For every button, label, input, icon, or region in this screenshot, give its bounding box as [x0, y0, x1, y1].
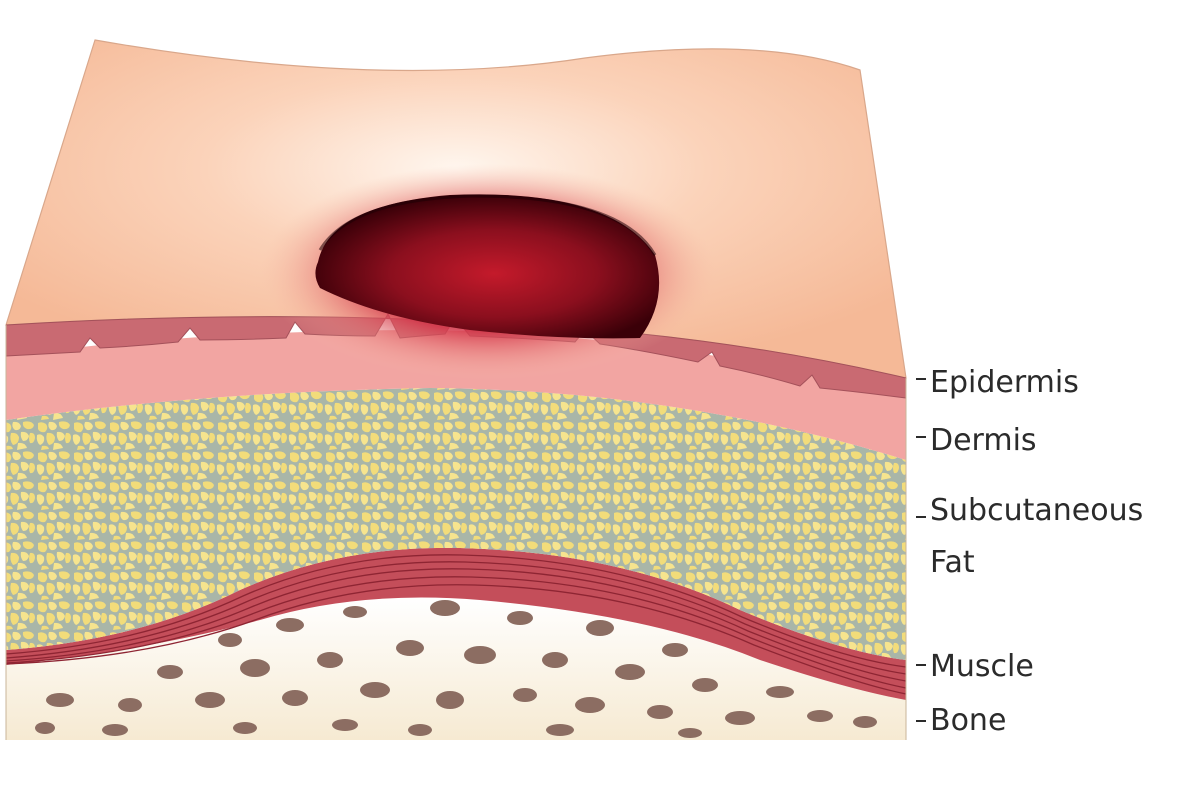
dermis-layer — [6, 330, 906, 460]
label-fat: Fat — [930, 545, 975, 580]
label-dermis: Dermis — [930, 423, 1037, 458]
muscle-pointer — [916, 664, 926, 666]
label-bone: Bone — [930, 703, 1007, 738]
label-subcutaneous: Subcutaneous — [930, 493, 1144, 528]
dermis-pointer — [916, 436, 926, 438]
bone-pointer — [916, 720, 926, 722]
subcutaneous-fat-layer — [6, 388, 906, 660]
label-epidermis: Epidermis — [930, 365, 1079, 400]
muscle-layer — [6, 547, 906, 700]
wound-rim — [318, 194, 657, 256]
epidermis-pointer — [916, 378, 926, 380]
pressure-wound — [315, 194, 660, 339]
label-muscle: Muscle — [930, 649, 1034, 684]
bone-spots — [35, 600, 877, 738]
subcutaneous-fat-pointer — [916, 516, 926, 518]
